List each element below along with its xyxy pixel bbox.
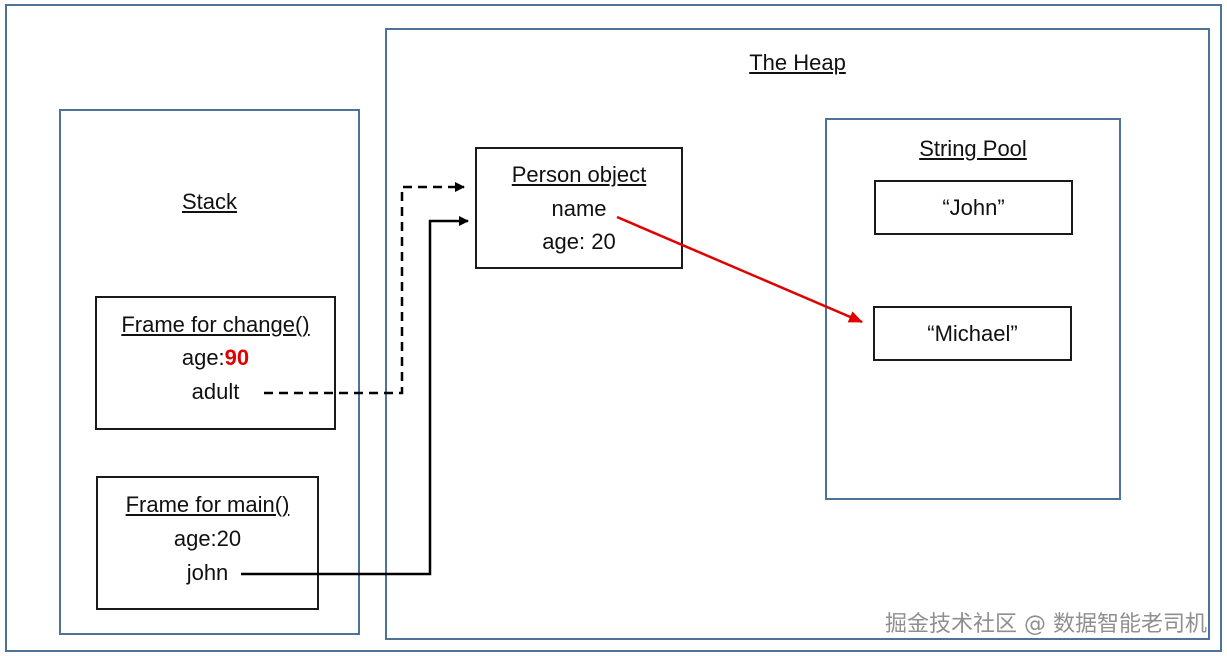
frame-change-ref-adult: adult	[191, 379, 240, 404]
arrow-john-to-person	[241, 216, 469, 576]
frame-main-title: Frame for main()	[125, 492, 290, 517]
frame-change-title: Frame for change()	[121, 312, 310, 337]
string-michael-label: “Michael”	[927, 321, 1018, 346]
string-pool-title: String Pool	[919, 136, 1027, 161]
arrow-adult-to-person	[264, 182, 465, 395]
stack-title: Stack	[181, 189, 238, 214]
arrow-name-to-michael	[616, 215, 863, 324]
frame-change-age: age:90	[97, 345, 334, 371]
stack-container: Stack	[59, 109, 360, 635]
person-field-name: name	[551, 196, 607, 221]
frame-change-age-label: age:	[181, 345, 225, 370]
person-field-age: age: 20	[542, 229, 616, 254]
person-object-title: Person object	[511, 162, 647, 187]
diagram-outer-frame	[5, 4, 1222, 652]
person-object: Person object name age: 20	[475, 147, 683, 269]
frame-main-age: age:20	[173, 526, 242, 551]
string-john-label: “John”	[942, 195, 1005, 220]
frame-main: Frame for main() age:20 john	[96, 476, 319, 610]
watermark-text: 掘金技术社区 @ 数据智能老司机	[885, 612, 1207, 637]
heap-container: The Heap	[385, 28, 1210, 640]
heap-title: The Heap	[749, 50, 846, 75]
string-pool: String Pool	[825, 118, 1121, 500]
frame-main-ref-john: john	[186, 560, 229, 585]
string-john: “John”	[874, 180, 1073, 235]
frame-change: Frame for change() age:90 adult	[95, 296, 336, 430]
frame-change-age-value: 90	[224, 345, 250, 370]
string-michael: “Michael”	[873, 306, 1072, 361]
